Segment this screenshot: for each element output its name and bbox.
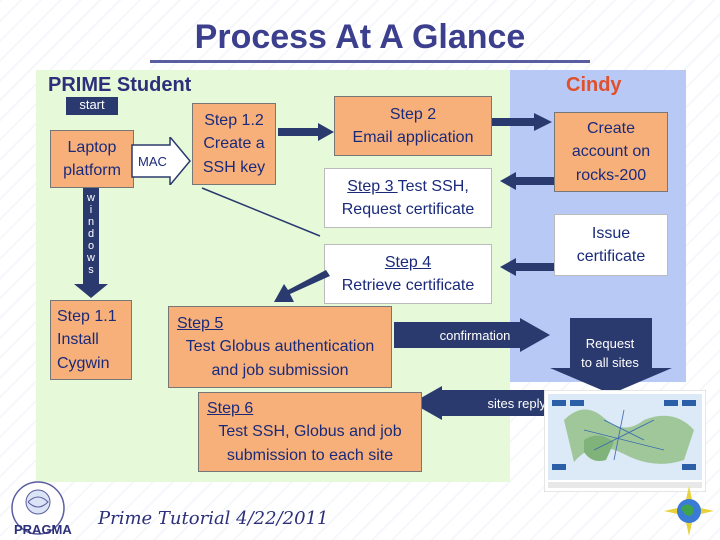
issue-certificate-box: Issue certificate bbox=[554, 214, 668, 276]
step-1-2-label: Step 1.2 Create a SSH key bbox=[202, 112, 266, 176]
footer-tutorial-date: Prime Tutorial 4/22/2011 bbox=[98, 508, 329, 529]
request-label: Request to all sites bbox=[581, 336, 639, 370]
mac-label: MAC bbox=[138, 154, 167, 169]
arrow-to-step5 bbox=[274, 270, 330, 302]
create-account-label: Create account on rocks-200 bbox=[571, 120, 651, 184]
request-arrow bbox=[550, 318, 672, 394]
step-2-box: Step 2 Email application bbox=[334, 96, 492, 156]
laptop-platform-label: Laptop platform bbox=[63, 138, 121, 179]
globe-logo-icon bbox=[664, 486, 714, 536]
laptop-platform-box: Laptop platform bbox=[50, 130, 134, 188]
windows-arrow-head bbox=[74, 284, 108, 298]
step-2-head: Step 2 bbox=[389, 105, 437, 123]
connector-line-step3 bbox=[201, 187, 321, 237]
mac-arrow bbox=[131, 137, 191, 185]
start-node: start bbox=[66, 97, 118, 115]
confirmation-label: confirmation bbox=[439, 328, 511, 343]
cindy-panel-label: Cindy bbox=[566, 74, 622, 96]
issue-certificate-label: Issue certificate bbox=[576, 224, 646, 265]
step-1-2-box: Step 1.2 Create a SSH key bbox=[192, 103, 276, 185]
page-title: Process At A Glance bbox=[194, 18, 526, 56]
windows-arrow bbox=[83, 188, 99, 286]
confirmation-arrow bbox=[394, 318, 550, 352]
step-6-body: Test SSH, Globus and job submission to e… bbox=[218, 423, 402, 464]
arrow-to-step3 bbox=[500, 172, 554, 190]
step-4-head: Step 4 bbox=[384, 253, 432, 271]
sites-world-map bbox=[544, 390, 706, 492]
step-5-box: Step 5 Test Globus authentication and jo… bbox=[168, 306, 392, 388]
step-6-box: Step 6 Test SSH, Globus and job submissi… bbox=[198, 392, 422, 472]
step-4-box: Step 4 Retrieve certificate bbox=[324, 244, 492, 304]
windows-label: w i n d o w s bbox=[87, 192, 95, 276]
step-5-head: Step 5 bbox=[177, 315, 224, 333]
step-4-body: Retrieve certificate bbox=[341, 277, 475, 294]
step-2-body: Email application bbox=[352, 129, 474, 146]
step-5-body: Test Globus authentication and job submi… bbox=[185, 338, 375, 379]
title-underline bbox=[150, 60, 590, 63]
arrow-to-step2 bbox=[278, 123, 334, 141]
pragma-logo-text: PRAGMA bbox=[14, 522, 72, 537]
arrow-to-create-account bbox=[492, 113, 552, 131]
step-1-1-box: Step 1.1 Install Cygwin bbox=[50, 300, 132, 380]
sites-reply-label: sites reply bbox=[487, 396, 546, 411]
sites-reply-arrow bbox=[412, 386, 546, 420]
step-6-head: Step 6 bbox=[207, 400, 254, 418]
step-3-body: Request certificate bbox=[341, 201, 475, 218]
step-3-rest: Test SSH, bbox=[397, 177, 469, 195]
student-panel-label: PRIME Student bbox=[48, 74, 192, 96]
pragma-logo bbox=[11, 481, 65, 535]
arrow-to-step4 bbox=[500, 258, 554, 276]
step-3-head: Step 3 bbox=[347, 177, 398, 195]
create-account-box: Create account on rocks-200 bbox=[554, 112, 668, 192]
step-1-1-label: Step 1.1 Install Cygwin bbox=[57, 308, 117, 372]
step-3-box: Step 3 Test SSH, Request certificate bbox=[324, 168, 492, 228]
